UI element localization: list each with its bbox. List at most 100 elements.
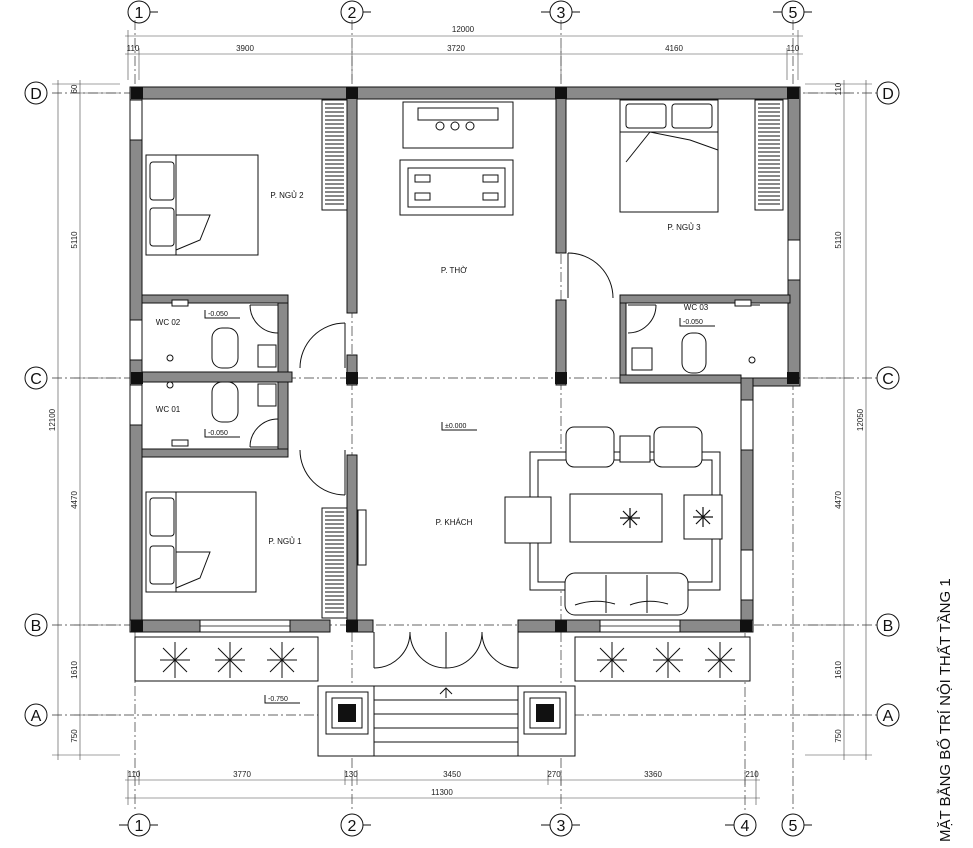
svg-text:5: 5	[789, 818, 798, 835]
room-label-wc02: WC 02	[156, 318, 181, 327]
room-label-living: P. KHÁCH	[436, 518, 473, 527]
svg-text:110: 110	[787, 44, 800, 53]
bed-bedroom1	[145, 491, 257, 593]
grid-bubble-top-1: 1	[127, 0, 158, 24]
svg-text:12100: 12100	[48, 408, 57, 431]
svg-text:3770: 3770	[233, 770, 251, 779]
svg-text:B: B	[883, 618, 894, 635]
svg-text:3: 3	[557, 818, 566, 835]
grid-bubble-right-A: A	[876, 703, 900, 727]
coffee-table	[569, 493, 723, 543]
svg-text:5110: 5110	[834, 231, 843, 249]
bed-bedroom3	[619, 99, 719, 213]
grid-bubble-right-D: D	[876, 81, 900, 105]
svg-text:D: D	[30, 86, 42, 103]
svg-text:4160: 4160	[665, 44, 683, 53]
svg-text:2: 2	[348, 5, 357, 22]
wardrobe-bedroom3	[754, 99, 784, 211]
svg-text:3900: 3900	[236, 44, 254, 53]
svg-text:-0.050: -0.050	[683, 319, 703, 326]
room-label-bedroom1: P. NGỦ 1	[268, 537, 302, 546]
svg-text:3360: 3360	[644, 770, 662, 779]
grid-bubble-bottom-2: 2	[340, 813, 371, 837]
svg-text:4470: 4470	[70, 491, 79, 509]
tv-cabinet	[357, 509, 367, 566]
armchairs	[504, 426, 703, 544]
svg-text:270: 270	[547, 770, 561, 779]
svg-text:750: 750	[834, 729, 843, 743]
grid-bubble-top-2: 2	[340, 0, 371, 24]
svg-text:110: 110	[127, 44, 140, 53]
main-entrance-doors	[373, 631, 519, 669]
svg-text:A: A	[883, 708, 894, 725]
svg-text:5: 5	[789, 5, 798, 22]
svg-text:-0.050: -0.050	[208, 311, 228, 318]
wc03-fixtures	[631, 299, 756, 374]
grid-bubble-left-D: D	[24, 81, 48, 105]
grid-bubble-right-B: B	[876, 613, 900, 637]
svg-text:12000: 12000	[452, 25, 475, 34]
svg-text:130: 130	[344, 770, 358, 779]
svg-text:750: 750	[70, 729, 79, 743]
sofa	[564, 572, 689, 616]
level-marker-wc01: -0.050	[204, 429, 240, 438]
room-label-bedroom3: P. NGỦ 3	[667, 223, 701, 232]
svg-text:210: 210	[745, 770, 759, 779]
grid-bubble-bottom-1: 1	[119, 813, 158, 837]
svg-text:3720: 3720	[447, 44, 465, 53]
svg-text:3: 3	[557, 5, 566, 22]
svg-text:1610: 1610	[70, 661, 79, 679]
svg-text:±0.000: ±0.000	[445, 423, 466, 430]
svg-text:C: C	[882, 371, 894, 388]
planter-left	[134, 636, 319, 682]
svg-text:4: 4	[741, 818, 750, 835]
gate-pillar-right	[523, 691, 567, 735]
planter-right	[574, 636, 751, 682]
grid-bubble-bottom-5: 5	[781, 813, 812, 837]
room-label-wc01: WC 01	[156, 405, 181, 414]
altar-table	[402, 101, 514, 149]
grid-bubble-top-3: 3	[541, 0, 580, 24]
drawing-title: MẶT BẰNG BỐ TRÍ NỘI THẤT TẦNG 1	[936, 578, 954, 842]
svg-text:D: D	[882, 86, 894, 103]
wardrobe-bedroom2	[321, 99, 348, 211]
grid-bubble-top-5: 5	[773, 0, 812, 24]
svg-text:1: 1	[135, 818, 144, 835]
grid-bubble-left-B: B	[24, 613, 48, 637]
ceremonial-table	[399, 159, 514, 216]
svg-text:4470: 4470	[834, 491, 843, 509]
svg-text:5110: 5110	[70, 231, 79, 249]
room-label-bedroom2: P. NGỦ 2	[270, 191, 304, 200]
gate-pillar-left	[325, 691, 369, 735]
door-bedroom3	[567, 252, 614, 299]
grid-bubble-bottom-3: 3	[541, 813, 580, 837]
grid-bubble-bottom-4: 4	[725, 813, 757, 837]
level-marker-wc02: -0.050	[204, 310, 240, 319]
svg-text:2: 2	[348, 818, 357, 835]
grid-bubble-left-C: C	[24, 366, 48, 390]
svg-text:-0.750: -0.750	[268, 696, 288, 703]
svg-text:1: 1	[135, 5, 144, 22]
wc01-fixtures	[166, 381, 277, 447]
svg-text:1610: 1610	[834, 661, 843, 679]
svg-text:3450: 3450	[443, 770, 461, 779]
bed-bedroom2	[145, 154, 259, 256]
level-marker-porch: -0.750	[264, 695, 300, 704]
svg-text:C: C	[30, 371, 42, 388]
dimension-left: 12100 60 5110 4470 1610 750	[48, 80, 120, 760]
wardrobe-bedroom1	[321, 507, 348, 619]
room-label-worship: P. THỜ	[441, 266, 467, 275]
door-bedroom2	[299, 322, 346, 369]
walls	[129, 86, 801, 633]
level-marker-living: ±0.000	[441, 422, 477, 431]
grid-bubble-right-C: C	[876, 366, 900, 390]
grid-bubble-left-A: A	[24, 703, 48, 727]
door-wc01	[249, 418, 279, 448]
dimension-top: 12000 110 3900 3720 4160 110	[125, 25, 803, 80]
svg-text:110: 110	[834, 82, 843, 95]
svg-text:60: 60	[70, 84, 79, 93]
room-label-wc03: WC 03	[684, 303, 709, 312]
dimension-bottom: 110 3770 130 3450 270 3360 210 11300	[125, 770, 760, 805]
svg-text:110: 110	[128, 770, 141, 779]
